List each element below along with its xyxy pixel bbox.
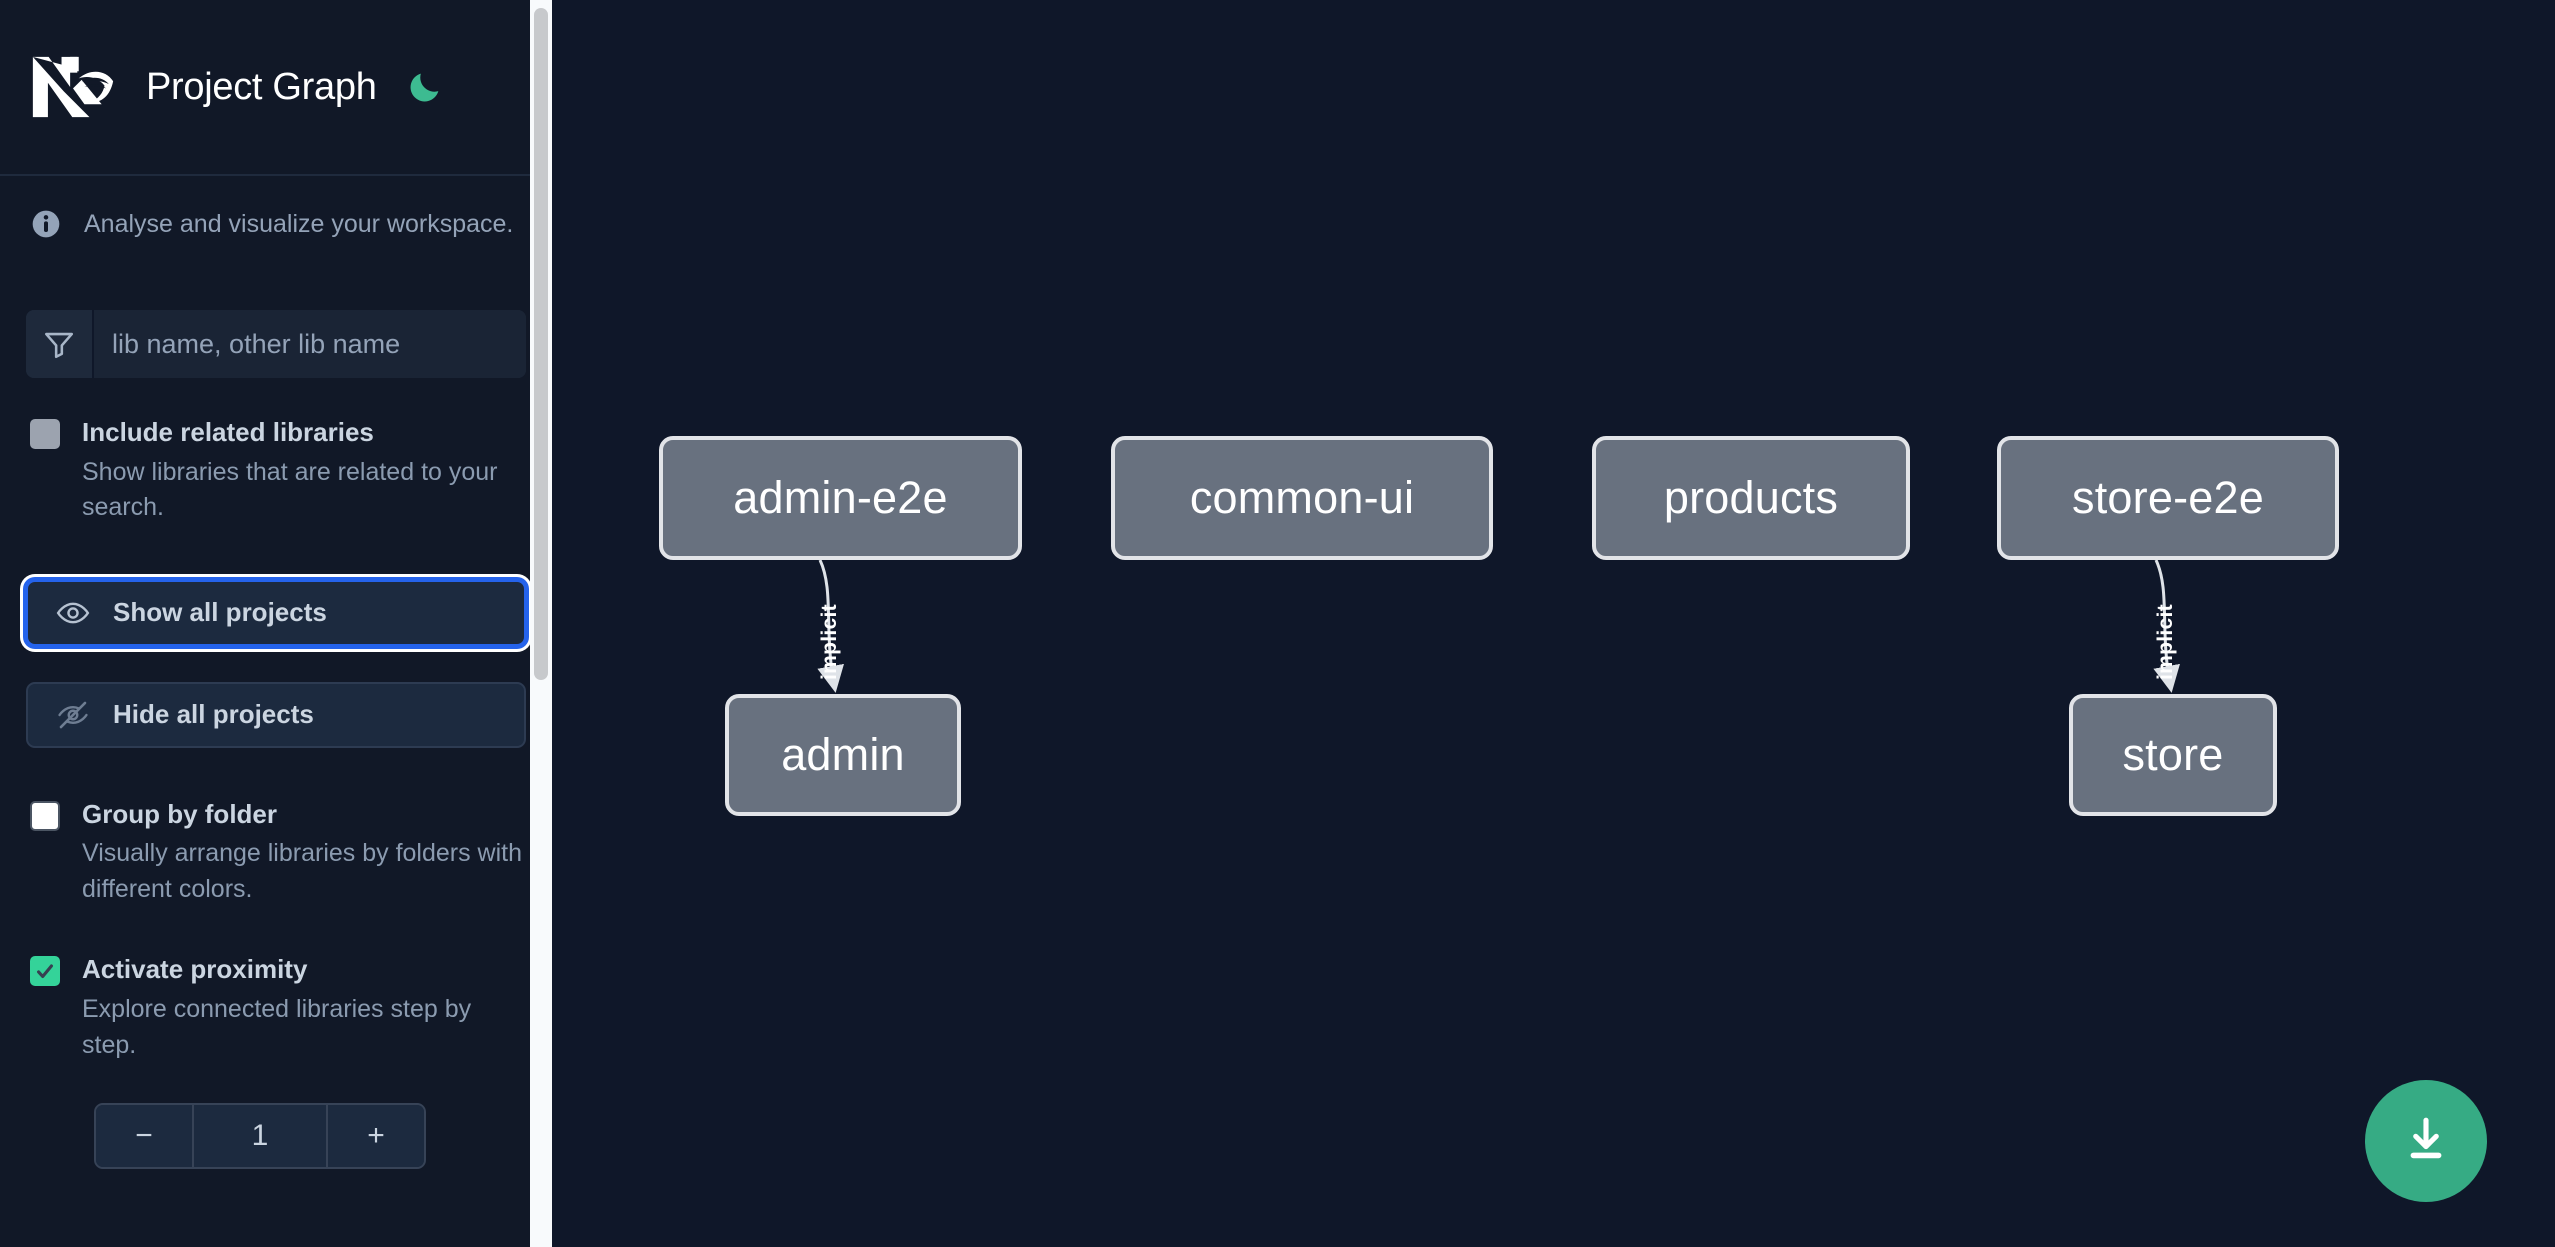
sidebar-header: Project Graph [0, 0, 552, 176]
graph-edges [817, 559, 2181, 693]
graph-node-common-ui[interactable]: common-ui [1111, 436, 1493, 560]
edge-label-implicit-admin: implicit [818, 604, 841, 680]
download-graph-button[interactable] [2365, 1080, 2487, 1202]
option-description: Show libraries that are related to your … [82, 457, 498, 522]
option-description: Explore connected libraries step by step… [82, 995, 472, 1059]
activate-proximity-checkbox[interactable] [30, 956, 60, 987]
search-field[interactable] [26, 310, 526, 378]
hide-all-projects-button[interactable]: Hide all projects [26, 681, 526, 748]
option-title: Group by folder [82, 798, 277, 829]
graph-node-label: products [1663, 472, 1839, 523]
graph-canvas[interactable]: admin-e2e common-ui products store-e2e a… [552, 0, 2555, 1247]
option-description: Visually arrange libraries by folders wi… [82, 839, 523, 903]
show-all-projects-button[interactable]: Show all projects [26, 579, 526, 646]
graph-node-label: store-e2e [2072, 472, 2264, 523]
download-icon [2398, 1112, 2454, 1171]
graph-node-store-e2e[interactable]: store-e2e [1997, 436, 2339, 560]
option-title: Activate proximity [82, 954, 308, 985]
proximity-stepper[interactable]: − 1 + [94, 1103, 426, 1170]
graph-node-label: store [2122, 729, 2224, 780]
filter-funnel-icon [26, 310, 94, 378]
app-title: Project Graph [146, 65, 377, 108]
graph-node-store[interactable]: store [2069, 694, 2277, 816]
graph-node-admin[interactable]: admin [725, 694, 961, 816]
group-by-folder-checkbox[interactable] [30, 800, 60, 831]
eye-icon [56, 596, 90, 630]
tagline: Analyse and visualize your workspace. [26, 176, 526, 272]
nx-logo [30, 51, 116, 123]
search-input[interactable] [94, 310, 526, 378]
proximity-decrement-button[interactable]: − [96, 1105, 192, 1168]
sidebar: Project Graph Analyse and visualize your… [0, 0, 552, 1247]
hide-all-projects-label: Hide all projects [113, 699, 314, 730]
moon-icon[interactable] [403, 65, 447, 109]
proximity-increment-button[interactable]: + [328, 1105, 424, 1168]
option-activate-proximity[interactable]: Activate proximity Explore connected lib… [26, 951, 526, 1063]
info-icon [30, 208, 62, 240]
sidebar-scrollbar-track[interactable] [530, 0, 552, 1247]
sidebar-scrollbar-thumb[interactable] [534, 8, 548, 680]
graph-node-admin-e2e[interactable]: admin-e2e [659, 436, 1022, 560]
graph-node-label: admin [781, 729, 905, 780]
graph-node-products[interactable]: products [1592, 436, 1910, 560]
option-group-by-folder[interactable]: Group by folder Visually arrange librari… [26, 796, 526, 908]
tagline-text: Analyse and visualize your workspace. [84, 209, 514, 238]
option-title: Include related libraries [82, 417, 374, 447]
sidebar-body: Analyse and visualize your workspace. In… [0, 176, 552, 1170]
graph-node-label: common-ui [1189, 472, 1415, 523]
graph-node-label: admin-e2e [733, 472, 948, 523]
include-related-libraries-checkbox[interactable] [30, 419, 60, 449]
proximity-value: 1 [192, 1105, 328, 1168]
option-include-related-libraries[interactable]: Include related libraries Show libraries… [26, 414, 526, 526]
show-all-projects-label: Show all projects [113, 597, 327, 628]
eye-off-icon [56, 698, 90, 732]
edge-label-implicit-store: implicit [2154, 604, 2177, 680]
